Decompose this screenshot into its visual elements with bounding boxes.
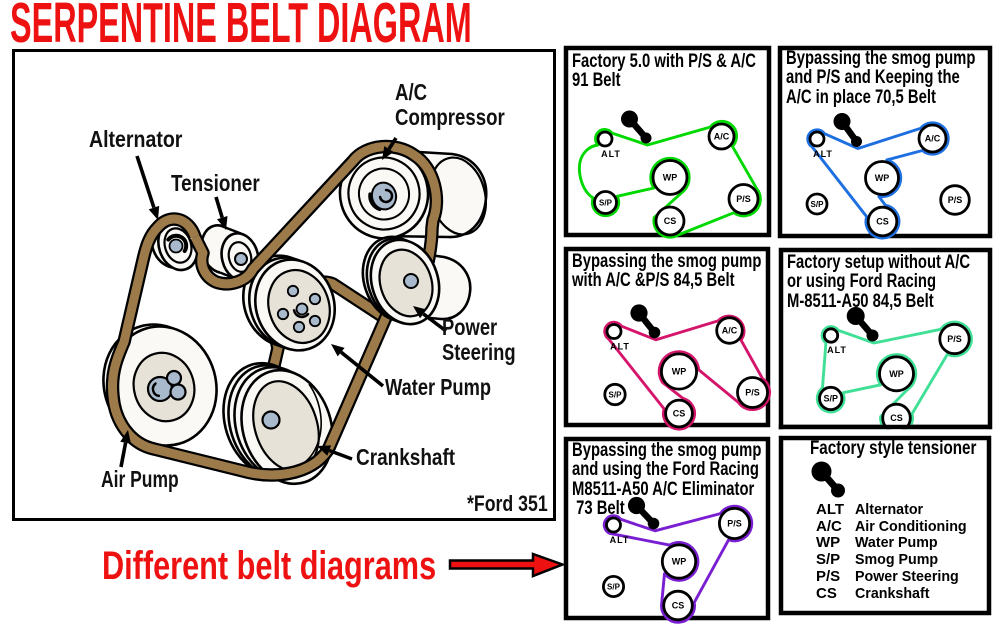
svg-text:S/P: S/P [811,200,825,209]
svg-text:P/S: P/S [948,195,963,205]
svg-text:CS: CS [890,413,903,423]
svg-text:CS: CS [876,217,889,227]
svg-text:A/C: A/C [925,134,941,144]
svg-text:ALT: ALT [610,535,630,545]
svg-text:ALT: ALT [813,149,833,159]
svg-text:S/P: S/P [609,390,623,399]
svg-text:A/C: A/C [722,326,738,336]
svg-text:P/S: P/S [736,194,751,204]
svg-text:S/P: S/P [823,394,838,404]
svg-text:P/S: P/S [745,388,760,398]
svg-text:P/S: P/S [727,519,742,529]
svg-text:P/S: P/S [947,334,962,344]
svg-text:S/P: S/P [599,198,613,207]
svg-text:ALT: ALT [601,149,621,159]
svg-text:WP: WP [875,173,890,183]
svg-text:WP: WP [672,367,687,377]
svg-text:ALT: ALT [827,345,847,355]
svg-text:CS: CS [664,216,677,226]
svg-text:ALT: ALT [610,342,630,352]
svg-text:CS: CS [673,409,686,419]
svg-text:CS: CS [672,601,685,611]
svg-text:WP: WP [672,557,687,567]
svg-text:WP: WP [889,369,904,379]
svg-text:WP: WP [663,173,678,183]
svg-text:S/P: S/P [607,582,621,591]
svg-text:A/C: A/C [714,132,730,142]
